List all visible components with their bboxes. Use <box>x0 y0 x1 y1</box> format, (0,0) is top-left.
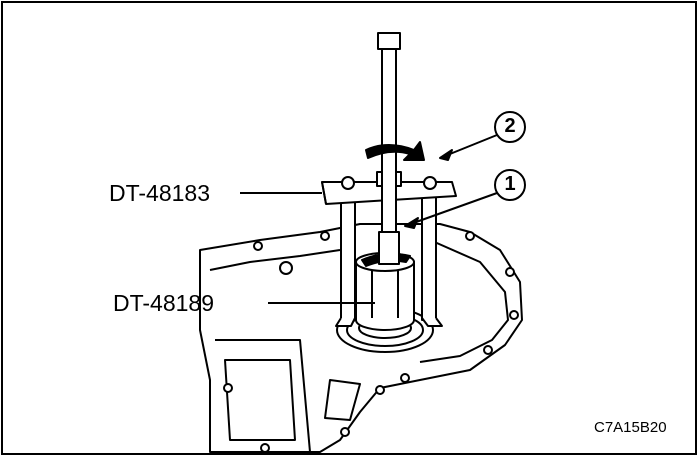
callout-1 <box>404 169 526 229</box>
callout-2 <box>439 111 526 161</box>
label-remover-tool: DT-48183 <box>109 180 211 206</box>
callout-number-2: 2 <box>504 115 516 137</box>
callout-number-1: 1 <box>504 173 516 195</box>
label-adapter-tool: DT-48189 <box>113 290 215 316</box>
rotation-arrow-upper <box>365 141 425 161</box>
figure-code: C7A15B20 <box>594 419 667 436</box>
forcing-screw <box>377 32 401 265</box>
